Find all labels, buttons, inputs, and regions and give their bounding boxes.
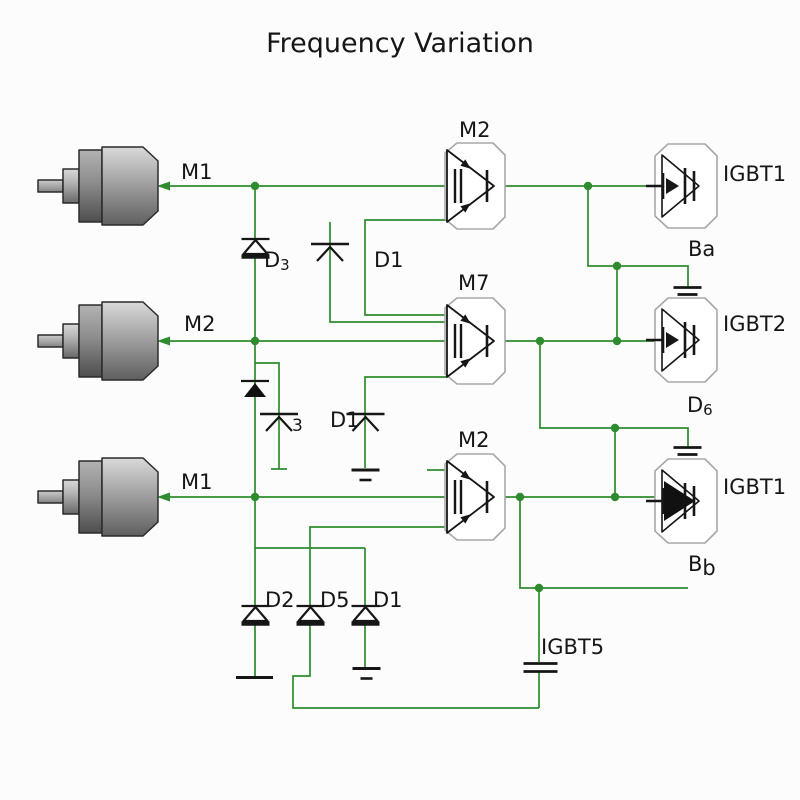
motor-3 bbox=[37, 457, 159, 537]
module-2-label: M7 bbox=[458, 271, 489, 295]
diagram-title: Frequency Variation bbox=[266, 28, 534, 59]
wire-m2top-to-m7 bbox=[364, 219, 447, 316]
junction-dots bbox=[250, 181, 622, 593]
diode-d3-label: D3 bbox=[264, 248, 290, 274]
arrowhead-row3 bbox=[157, 492, 170, 502]
capacitor-d6 bbox=[672, 446, 703, 456]
driver-module-1 bbox=[443, 141, 507, 231]
junction-dot bbox=[534, 583, 544, 593]
wire-row3-to-igbt5 bbox=[519, 497, 688, 708]
device-3-label: 3 bbox=[292, 416, 303, 436]
device-d1-top-label: D1 bbox=[374, 248, 404, 272]
capacitor-bb-label: Bb bbox=[688, 552, 716, 580]
capacitor-igbt5-label: IGBT5 bbox=[541, 635, 604, 659]
diode-d5-label: D5 bbox=[320, 588, 350, 612]
wire-branch-3 bbox=[255, 362, 287, 470]
igbt-3 bbox=[644, 457, 719, 545]
igbt-1 bbox=[644, 142, 719, 230]
device-d1-mid-label: D1 bbox=[330, 408, 360, 432]
motor-2 bbox=[37, 301, 159, 381]
junction-dot bbox=[250, 492, 260, 502]
arrowhead-row2 bbox=[157, 336, 170, 346]
motor-3-label: M1 bbox=[181, 470, 212, 494]
wire-d1top-to-m7 bbox=[329, 222, 446, 323]
capacitor-ba bbox=[672, 286, 703, 296]
igbt-3-filled-arrow bbox=[664, 481, 695, 521]
wire-net bbox=[168, 185, 689, 709]
motor-1 bbox=[37, 146, 159, 226]
diode-filled-mid bbox=[239, 379, 271, 399]
junction-dot bbox=[612, 336, 622, 346]
igbt-2-label: IGBT2 bbox=[723, 312, 786, 336]
junction-dot bbox=[250, 181, 260, 191]
wire-row1-to-ba bbox=[587, 186, 689, 286]
junction-dot bbox=[583, 181, 593, 191]
junction-dot bbox=[535, 336, 545, 346]
junction-dot bbox=[515, 492, 525, 502]
igbt-2 bbox=[644, 296, 719, 384]
diode-d2-label: D2 bbox=[265, 588, 295, 612]
module-1-label: M2 bbox=[459, 118, 490, 142]
driver-module-2 bbox=[443, 296, 507, 386]
junction-dot bbox=[250, 336, 260, 346]
motor-2-label: M2 bbox=[184, 312, 215, 336]
ground-bottom bbox=[351, 667, 382, 680]
driver-module-3 bbox=[443, 452, 507, 542]
junction-dot bbox=[610, 423, 620, 433]
motor-1-label: M1 bbox=[181, 160, 212, 184]
diode-d1-bottom-label: D1 bbox=[373, 588, 403, 612]
wire-m2bot-to-d5 bbox=[309, 526, 447, 607]
wire-bottom-rail bbox=[254, 497, 366, 606]
ground-mid bbox=[350, 468, 381, 482]
capacitor-igbt5 bbox=[522, 662, 559, 673]
arrowhead-row1 bbox=[157, 181, 170, 191]
capacitor-d6-label: D6 bbox=[687, 393, 713, 419]
capacitor-ba-label: Ba bbox=[688, 237, 715, 261]
module-3-label: M2 bbox=[458, 428, 489, 452]
igbt-1-label: IGBT1 bbox=[723, 162, 786, 186]
wire-d5-return bbox=[292, 625, 539, 709]
junction-dot bbox=[610, 492, 620, 502]
wire-m7-to-gnd bbox=[364, 376, 447, 468]
junction-dot bbox=[612, 261, 622, 271]
igbt-3-label: IGBT1 bbox=[723, 475, 786, 499]
